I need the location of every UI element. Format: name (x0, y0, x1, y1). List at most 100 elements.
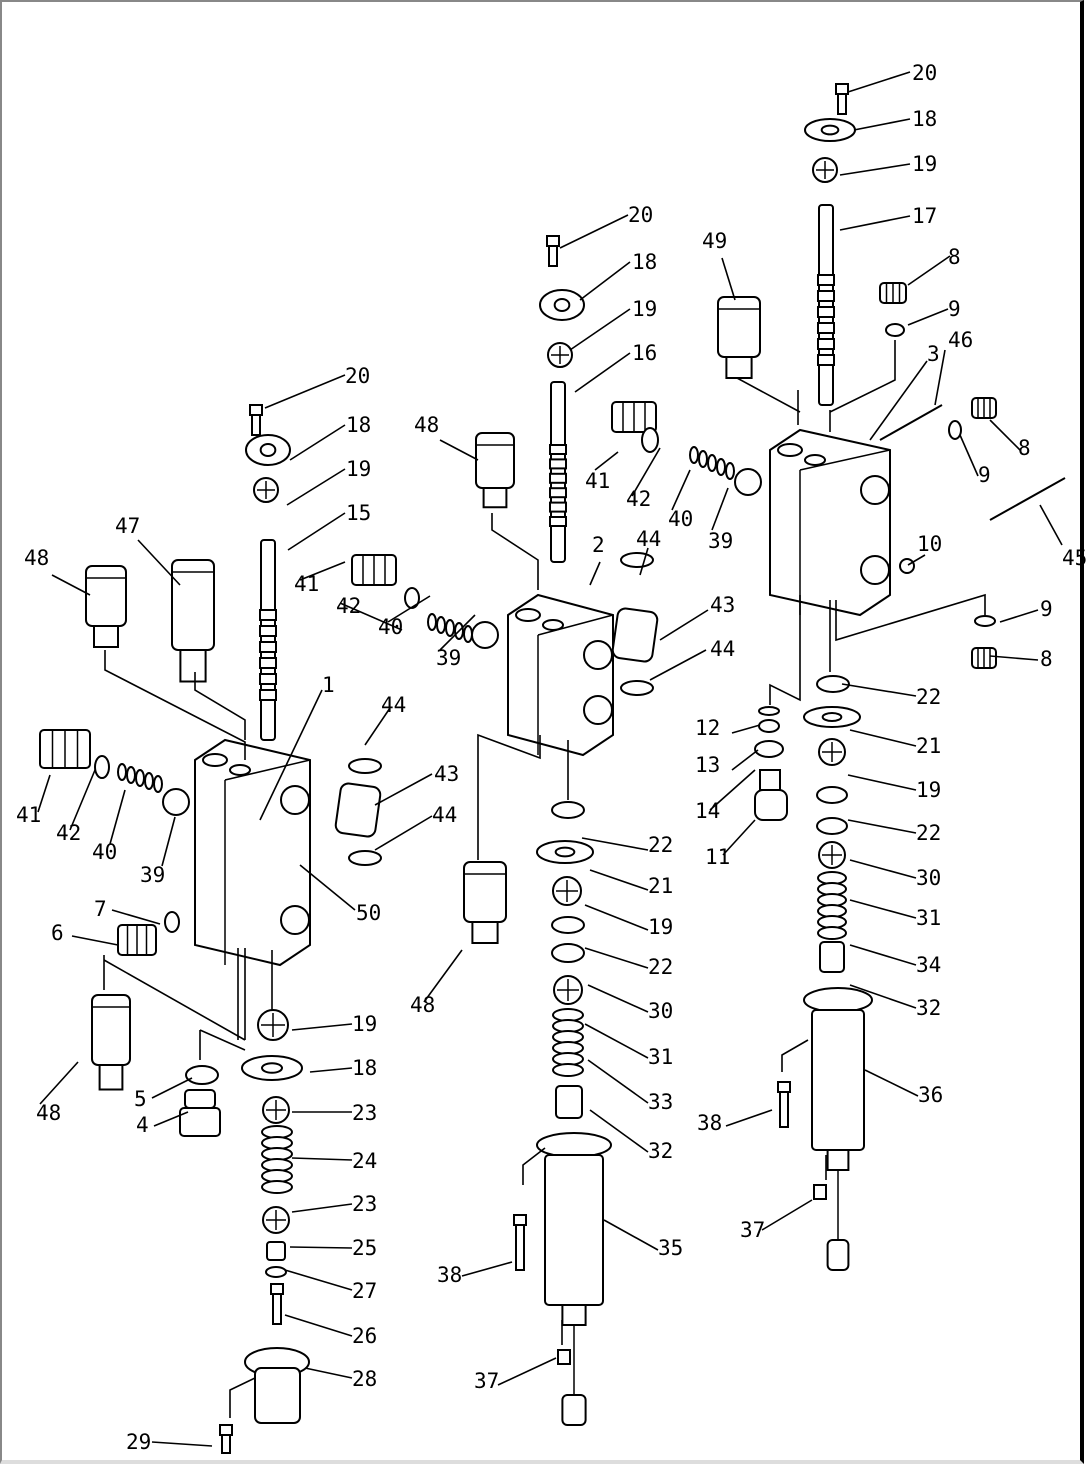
callout-label: 41 (585, 469, 610, 493)
gasket-43-m (611, 607, 659, 663)
leader-line (286, 468, 346, 506)
leader-line (299, 864, 356, 911)
ring-13 (758, 719, 780, 733)
leader-line (37, 774, 51, 813)
assembly-guides (103, 340, 986, 1418)
bolt-45 (989, 477, 1066, 521)
ring-30-r (816, 817, 848, 835)
leader-line (259, 689, 323, 821)
plate-18-right (804, 118, 856, 142)
poppet-39-mid (734, 468, 762, 496)
oring-42-mid (641, 427, 659, 453)
leader-line (839, 163, 911, 176)
leader-lines (37, 71, 1063, 1447)
callout-label: 44 (381, 693, 406, 717)
leader-line (284, 1269, 353, 1291)
leader-line (584, 1023, 649, 1059)
callout-label: 31 (916, 906, 941, 930)
parts-drawing (39, 83, 1066, 1454)
spring-24 (261, 1125, 293, 1194)
oring-14 (754, 740, 784, 758)
callout-label: 30 (648, 999, 673, 1023)
relief-11 (754, 769, 788, 821)
leader-line (841, 683, 917, 697)
callout-label: 35 (658, 1236, 683, 1260)
leader-line (849, 729, 917, 747)
leader-line (864, 1069, 919, 1097)
callout-label: 3 (927, 342, 940, 366)
spacer-25 (266, 1241, 286, 1261)
assembly-guide-line (491, 513, 539, 590)
leader-line (374, 815, 433, 851)
callout-label: 48 (24, 546, 49, 570)
oring-9-top (885, 323, 905, 337)
spring-34 (817, 871, 847, 940)
leader-line (631, 447, 661, 497)
leader-line (907, 554, 926, 566)
leader-line (137, 539, 181, 586)
callout-label: 41 (16, 803, 41, 827)
plug-8-side (971, 397, 997, 419)
callout-label: 9 (978, 463, 991, 487)
callout-label: 39 (436, 646, 461, 670)
callout-label: 37 (740, 1218, 765, 1242)
leader-line (589, 561, 601, 586)
ring-30-m (551, 943, 585, 963)
cover-28 (244, 1347, 310, 1424)
leader-line (69, 769, 96, 831)
callout-label: 19 (648, 915, 673, 939)
spring-40-ll (117, 763, 163, 793)
leader-line (284, 1314, 353, 1337)
seal-19-left (253, 477, 279, 503)
callout-label: 24 (352, 1149, 377, 1173)
callout-label: 31 (648, 1045, 673, 1069)
callout-label: 16 (632, 341, 657, 365)
assembly-guide-line (781, 1039, 809, 1072)
callout-labels: 2018191749894638945109820181916484142403… (16, 61, 1087, 1454)
callout-label: 2 (592, 533, 605, 557)
callout-label: 41 (294, 572, 319, 596)
callout-label: 28 (352, 1367, 377, 1391)
callout-label: 18 (346, 413, 371, 437)
callout-label: 50 (356, 901, 381, 925)
plug-6 (117, 924, 157, 956)
leader-line (569, 308, 631, 351)
callout-label: 17 (912, 204, 937, 228)
leader-line (574, 352, 631, 393)
callout-label: 40 (378, 615, 403, 639)
callout-label: 45 (1062, 546, 1087, 570)
leader-line (589, 869, 649, 891)
valve-48-left (85, 565, 127, 648)
plate-18-ll (241, 1055, 303, 1081)
leader-line (289, 424, 346, 461)
leader-line (71, 935, 119, 946)
seal-19-m2 (552, 876, 582, 906)
leader-line (287, 512, 346, 551)
plug-8-low (971, 647, 997, 669)
leader-line (849, 984, 917, 1009)
callout-label: 47 (115, 514, 140, 538)
leader-line (959, 434, 979, 477)
gasket-43-l (334, 782, 382, 838)
assembly-guide-line (829, 340, 896, 413)
leader-line (839, 215, 911, 231)
assembly-guide-line (199, 1029, 246, 1051)
leader-line (581, 837, 649, 851)
leader-line (309, 1067, 353, 1073)
callout-label: 23 (352, 1101, 377, 1125)
oring-22-r2 (816, 786, 848, 804)
bolt-38-m (513, 1214, 527, 1271)
callout-label: 22 (916, 685, 941, 709)
callout-label: 7 (94, 897, 107, 921)
stopper-32-m (555, 1085, 583, 1119)
assembly-guide-line (104, 650, 246, 760)
leader-line (725, 1109, 773, 1127)
leader-line (423, 949, 463, 1003)
callout-label: 19 (352, 1012, 377, 1036)
leader-line (671, 469, 691, 511)
poppet-39-left (471, 621, 499, 649)
leader-line (584, 947, 649, 969)
body-1 (194, 738, 311, 967)
leader-line (497, 1357, 557, 1386)
cap-4 (179, 1089, 221, 1137)
